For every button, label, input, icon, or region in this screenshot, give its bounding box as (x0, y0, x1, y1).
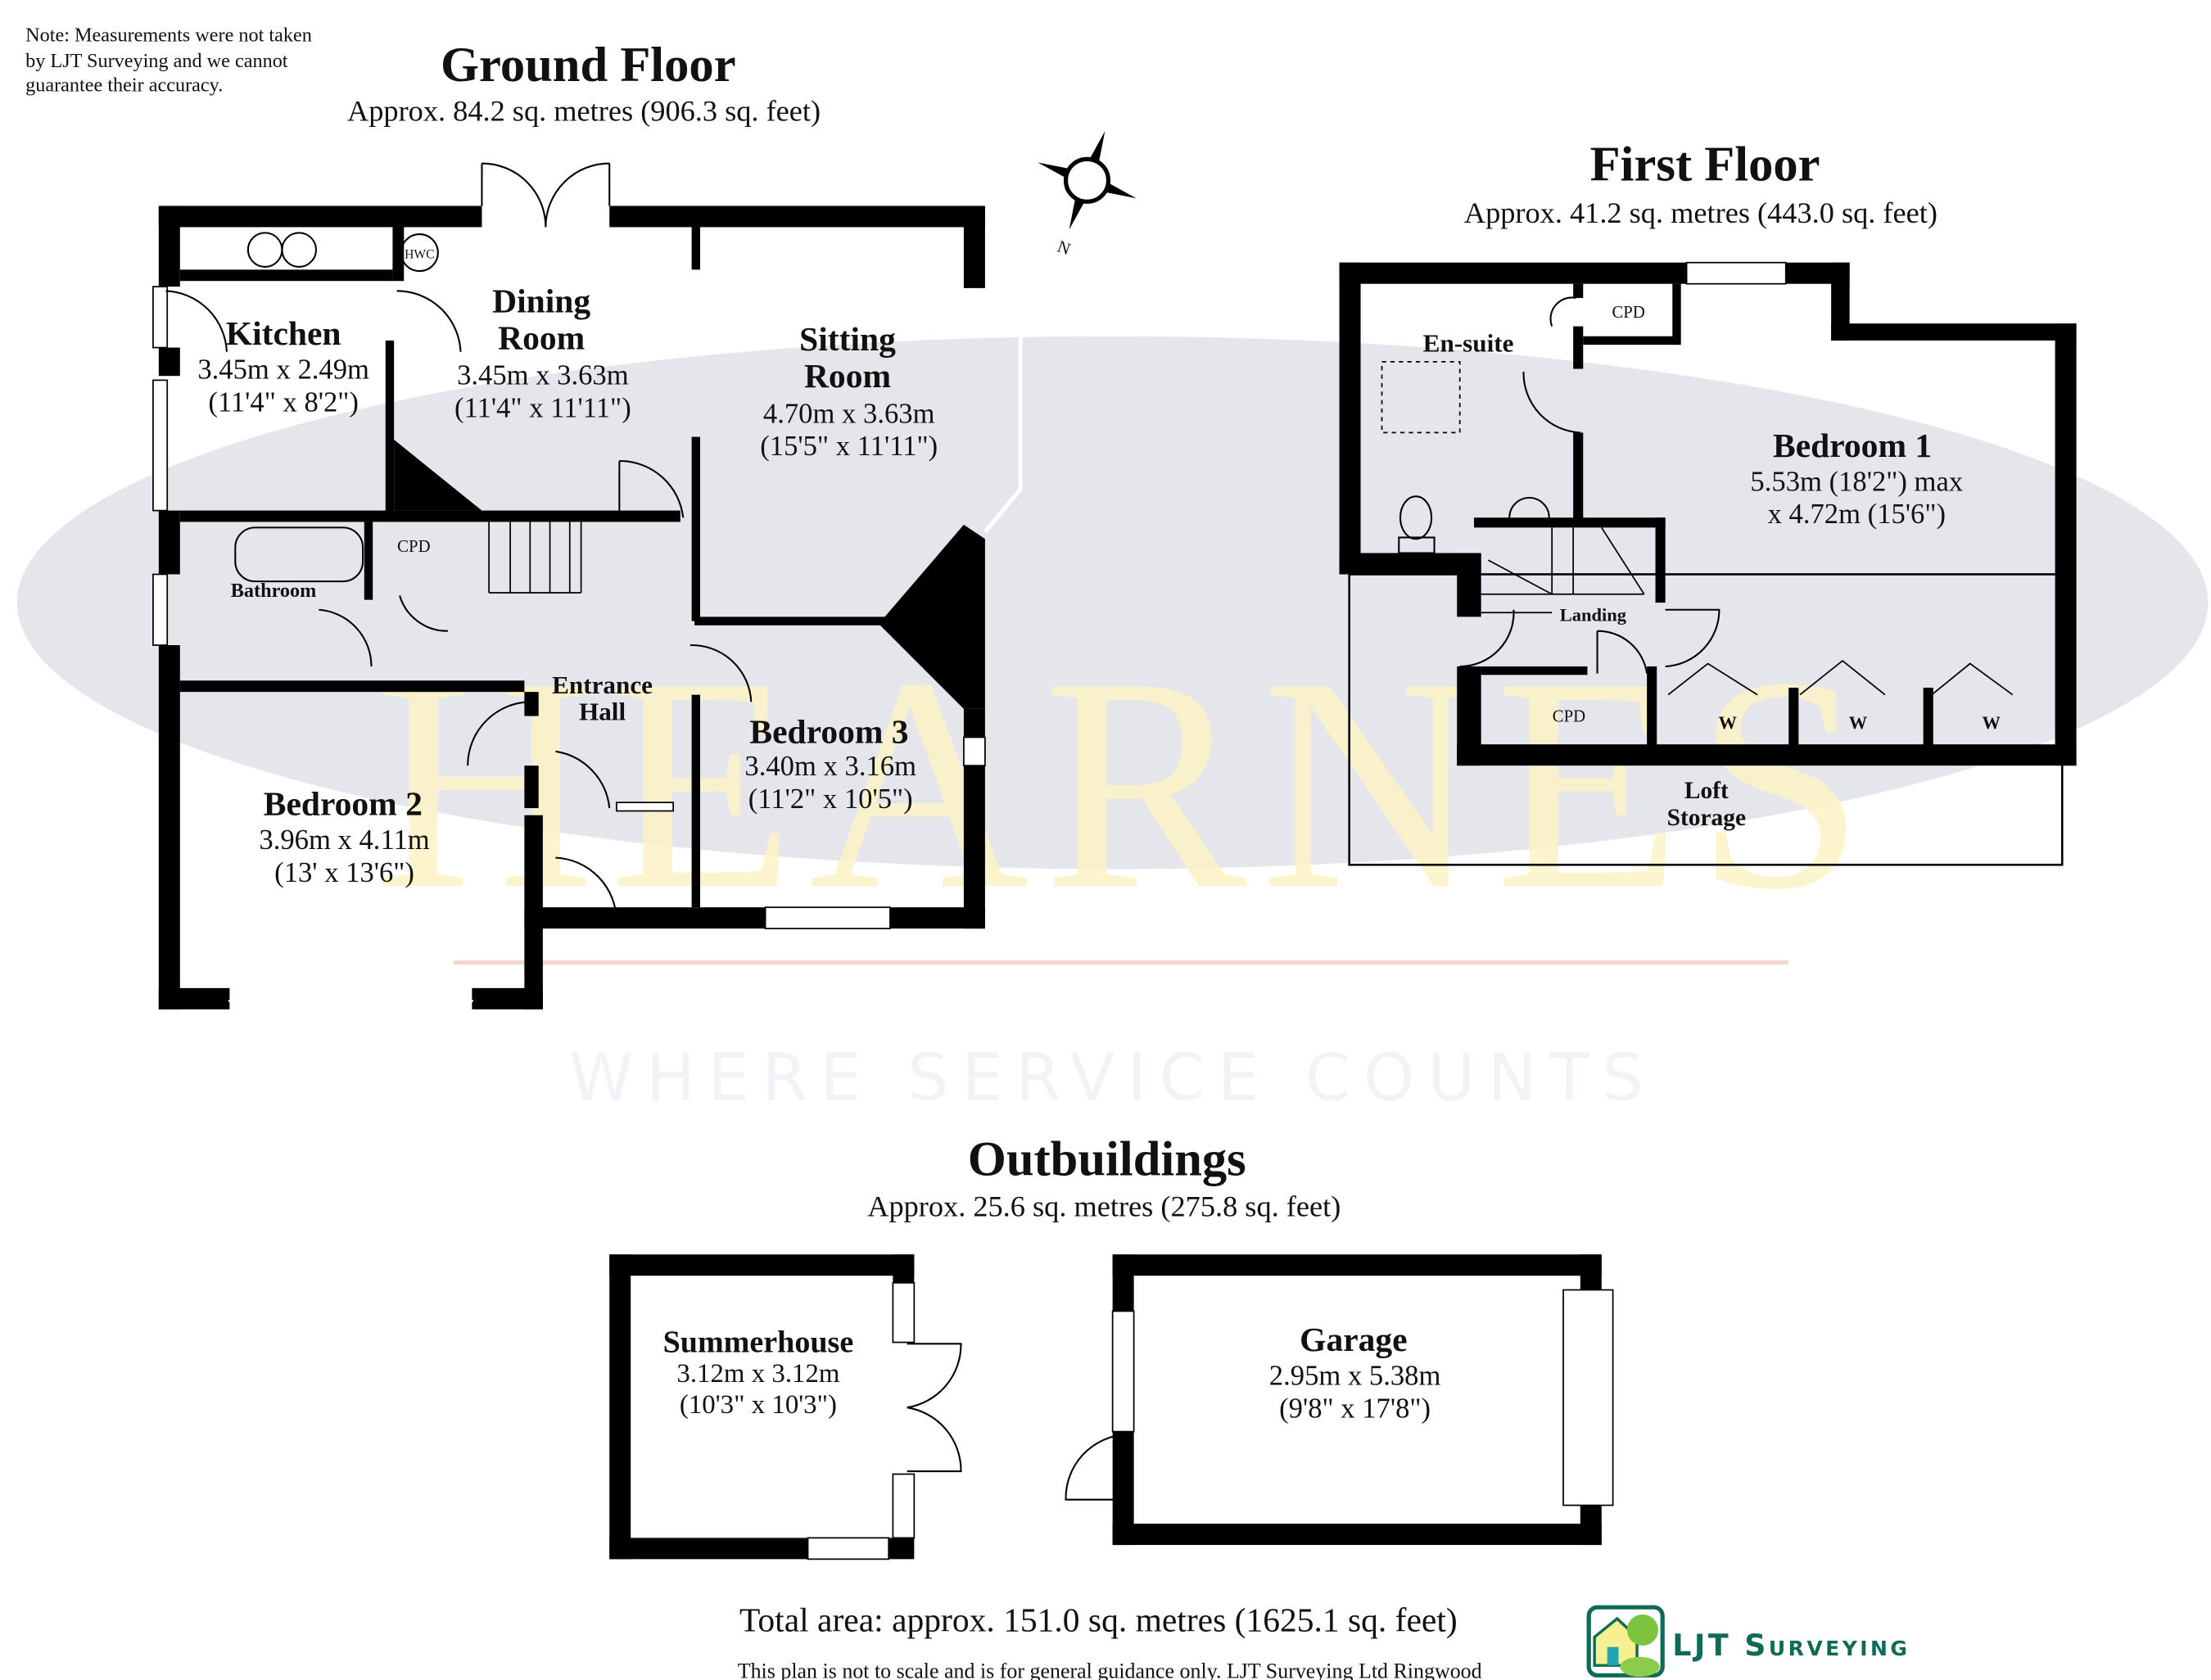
dining-label: Dining (492, 282, 590, 319)
outbuildings-area: Approx. 25.6 sq. metres (275.8 sq. feet) (867, 1190, 1341, 1223)
ground-floor-walls (158, 205, 985, 1009)
first-floor-fixtures (1381, 261, 2014, 696)
ljt-logo: LJT Surveying (1586, 1605, 1910, 1678)
loft-label-2: Storage (1667, 805, 1746, 831)
logo-frame (1586, 1605, 1665, 1678)
dining-label-2: Room (498, 318, 585, 356)
bedroom3-label: Bedroom 3 (749, 712, 908, 750)
footer-disclaimer: This plan is not to scale and is for gen… (738, 1660, 1482, 1680)
bedroom3-imperial: (11'2" x 10'5") (748, 784, 913, 815)
outbuilding-fixtures (807, 1282, 1614, 1560)
garage-imperial: (9'8" x 17'8") (1279, 1393, 1431, 1424)
watermark-brand: HEARNES (374, 615, 1879, 952)
summerhouse-label: Summerhouse (663, 1325, 854, 1360)
sitting-imperial: (15'5" x 11'11") (760, 431, 938, 462)
note-line: by LJT Surveying and we cannot (25, 50, 288, 72)
wardrobe-label: W (1982, 712, 2001, 733)
bedroom1-dims-1: 5.53m (18'2") max (1750, 466, 1963, 497)
watermark-ellipse (16, 336, 2209, 869)
logo-text: LJT Surveying (1672, 1628, 1910, 1663)
cpd-top-label: CPD (1612, 304, 1644, 322)
loft-label: Loft (1684, 778, 1729, 804)
landing-label: Landing (1560, 605, 1627, 625)
note-line: Note: Measurements were not taken (25, 25, 312, 47)
disclaimer-note: Note: Measurements were not taken by LJT… (25, 25, 312, 97)
ensuite-label: En-suite (1423, 329, 1514, 358)
logo-house-icon (1593, 1616, 1639, 1667)
total-area: Total area: approx. 151.0 sq. metres (16… (739, 1601, 1458, 1640)
sitting-metric: 4.70m x 3.63m (763, 398, 935, 429)
first-floor-walls (1339, 262, 2077, 766)
compass-north-label: N (1055, 237, 1073, 259)
dining-metric: 3.45m x 3.63m (457, 360, 629, 391)
bedroom2-imperial: (13' x 13'6") (274, 857, 414, 888)
hall-label: Entrance (552, 671, 653, 699)
dining-imperial: (11'4" x 11'11") (454, 392, 631, 423)
hwc-label: HWC (405, 248, 434, 262)
sitting-label: Sitting (799, 320, 896, 358)
bedroom1-dims-2: x 4.72m (15'6") (1768, 499, 1946, 530)
ground-floor-fixtures (152, 162, 1023, 1047)
cpd-bottom-label: CPD (1553, 707, 1585, 725)
bedroom2-label: Bedroom 2 (264, 785, 423, 823)
summerhouse-metric: 3.12m x 3.12m (676, 1359, 840, 1389)
garage-metric: 2.95m x 5.38m (1269, 1360, 1441, 1391)
first-floor-area: Approx. 41.2 sq. metres (443.0 sq. feet) (1464, 196, 1937, 229)
hall-label-2: Hall (579, 698, 626, 726)
ground-floor-labels: Kitchen 3.45m x 2.49m (11'4" x 8'2") Din… (197, 248, 938, 889)
first-floor-title: First Floor (1590, 137, 1820, 192)
bedroom1-label: Bedroom 1 (1773, 427, 1932, 464)
wardrobe-label: W (1849, 712, 1868, 733)
cpd-label: CPD (397, 538, 430, 556)
note-line: guarantee their accuracy. (25, 74, 223, 96)
compass-icon: N (1038, 131, 1137, 259)
watermark: HEARNES WHERE SERVICE COUNTS (16, 336, 2209, 1116)
kitchen-label: Kitchen (226, 314, 341, 352)
sitting-label-2: Room (804, 357, 891, 395)
ground-floor-title: Ground Floor (441, 38, 736, 93)
ground-floor-area: Approx. 84.2 sq. metres (906.3 sq. feet) (347, 95, 821, 128)
kitchen-metric: 3.45m x 2.49m (197, 355, 369, 386)
first-floor-labels: En-suite CPD Bedroom 1 5.53m (18'2") max… (1423, 304, 2001, 831)
bedroom2-metric: 3.96m x 4.11m (259, 824, 429, 856)
bedroom3-metric: 3.40m x 3.16m (744, 751, 916, 782)
outbuilding-labels: Summerhouse 3.12m x 3.12m (10'3" x 10'3"… (663, 1321, 1441, 1424)
kitchen-imperial: (11'4" x 8'2") (208, 386, 359, 418)
outbuildings-title: Outbuildings (968, 1131, 1246, 1186)
watermark-tagline: WHERE SERVICE COUNTS (569, 1040, 1656, 1116)
garage-label: Garage (1300, 1321, 1407, 1358)
bathroom-label: Bathroom (231, 580, 317, 602)
summerhouse-imperial: (10'3" x 10'3") (680, 1390, 837, 1420)
wardrobe-label: W (1719, 712, 1738, 733)
logo-tree-icon (1626, 1614, 1658, 1646)
